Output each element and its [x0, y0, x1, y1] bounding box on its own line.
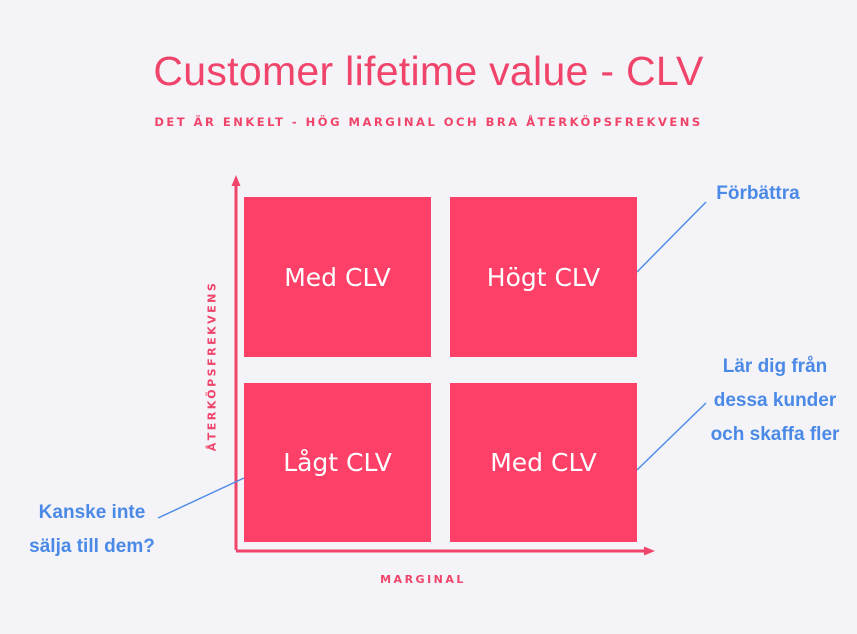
y-axis-label: ÅTERKÖPSFREKVENS: [205, 280, 219, 452]
x-axis-arrowhead: [644, 546, 655, 556]
quadrant-bottom-right: Med CLV: [450, 383, 637, 542]
diagram-subtitle: DET ÄR ENKELT - HÖG MARGINAL OCH BRA ÅTE…: [154, 115, 703, 129]
diagram-title: Customer lifetime value - CLV: [153, 48, 704, 94]
annotation-maybe-not-line-2: sälja till dem?: [29, 536, 155, 557]
annotation-learn-line-1: Lär dig från: [722, 356, 828, 377]
y-axis-arrowhead: [231, 175, 241, 186]
annotation-learn-line-3: och skaffa fler: [710, 424, 840, 445]
connector-line-bottom-right: [636, 402, 707, 471]
annotation-maybe-not-line-1: Kanske inte: [38, 502, 146, 523]
connector-line-bottom-left: [157, 477, 245, 519]
annotation-learn-line-2: dessa kunder: [713, 390, 837, 411]
annotation-improve-line-1: Förbättra: [716, 183, 800, 204]
annotation-improve: Förbättra: [688, 177, 828, 211]
x-axis-label: MARGINAL: [380, 573, 466, 586]
annotation-learn: Lär dig från dessa kunder och skaffa fle…: [700, 350, 850, 452]
quadrant-top-right: Högt CLV: [450, 197, 637, 357]
annotation-maybe-not: Kanske inte sälja till dem?: [18, 496, 166, 564]
quadrant-top-left: Med CLV: [244, 197, 431, 357]
connector-line-top-right: [636, 201, 707, 273]
quadrant-bottom-left: Lågt CLV: [244, 383, 431, 542]
